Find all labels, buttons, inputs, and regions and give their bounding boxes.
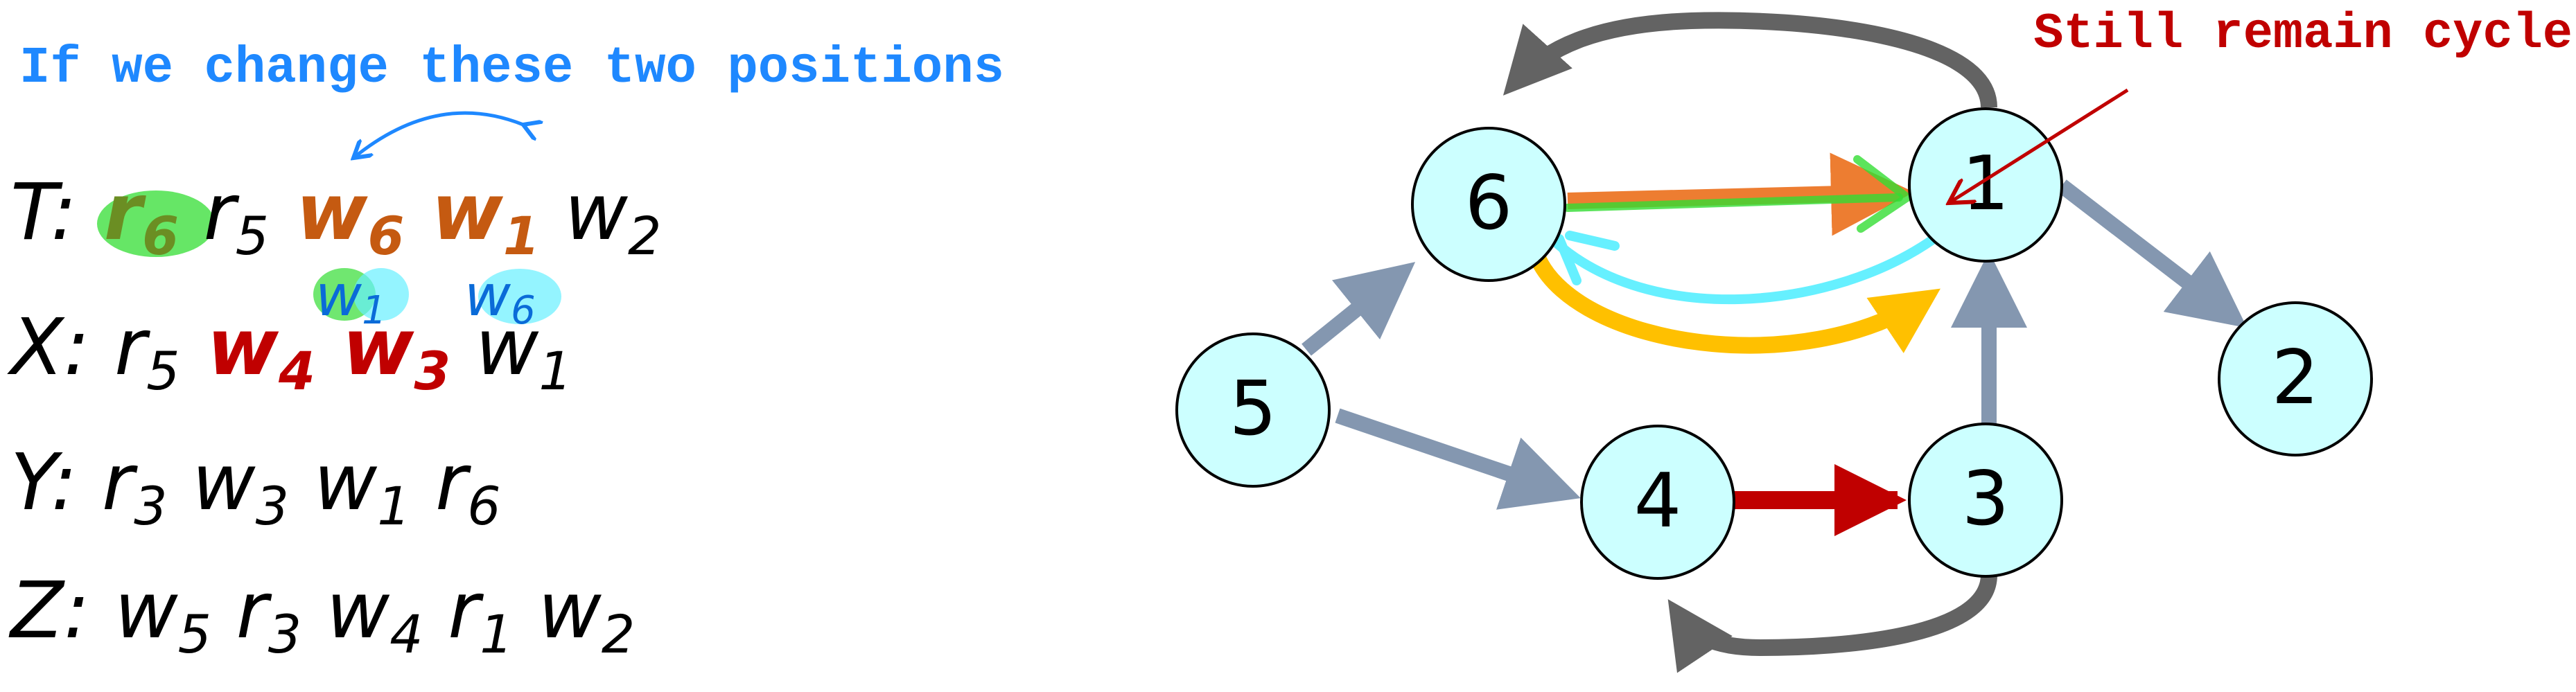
op-w2: w [540,168,629,258]
op-sub-1: 1 [377,475,410,537]
edge-1-2 [2057,179,2248,328]
op-sub-2: 2 [602,603,635,665]
op-w4: w [301,566,390,656]
transaction-name: T: [10,168,77,258]
op-sub-6: 6 [367,205,404,267]
op-sub-1: 1 [480,603,513,665]
node-2: 2 [2218,301,2373,456]
op-sub-5: 5 [178,603,211,665]
op-sub-4: 4 [389,603,423,665]
swap-arrow [353,111,523,158]
op-sub-1: 1 [538,340,572,402]
op-w1: w [450,303,539,393]
op-r1: r [423,566,484,656]
op-r6: r [77,168,147,258]
transaction-Y: Y: r3 w3 w1 r6 [10,438,501,537]
transaction-name: Z: [8,566,89,656]
op-r3: r [211,566,272,656]
edge-1-6-curve [1502,12,1997,109]
svg-text:1: 1 [1962,141,2010,227]
op-sub-3: 3 [256,475,289,537]
transaction-list: T: r6 r5 w6 w1 w2X: r5 w4 w3 w1Y: r3 w3 … [7,168,661,665]
transaction-T: T: r6 r5 w6 w1 w2 [10,168,661,267]
transaction-X: X: r5 w4 w3 w1 [7,303,572,402]
op-r3: r [77,438,138,528]
edge-5-4 [1335,408,1581,510]
transaction-name: X: [7,303,89,393]
highlight-swap-w6 [478,269,561,324]
edge-5-6 [1302,262,1416,356]
cycle-pointer [1949,88,2129,203]
op-w4: w [179,303,279,393]
swap-annotation: w1 w6 [315,263,536,333]
op-w1: w [289,438,378,528]
transaction-name: Y: [10,438,77,528]
transaction-Z: Z: w5 r3 w4 r1 w2 [8,566,635,665]
op-w2: w [514,566,602,656]
op-sub-6: 6 [467,475,500,537]
note-top: If we change these two positions [19,39,1004,98]
svg-text:3: 3 [1962,456,2010,542]
op-sub-4: 4 [278,340,315,402]
svg-text:6: 6 [1465,160,1513,247]
node-3: 3 [1908,423,2063,578]
op-sub-3: 3 [134,475,167,537]
node-1: 1 [1908,107,2063,263]
edge-6-1-orange [1567,152,1914,236]
edge-6-1-green [1563,193,1903,212]
op-sub-1: 1 [503,205,540,267]
edge-3-4-curve [1667,574,1997,673]
swap-annotation-w1: w1 [315,263,387,333]
node-6: 6 [1411,127,1566,282]
op-sub-2: 2 [628,205,661,267]
highlight-r6 [97,190,215,257]
op-w5: w [89,566,178,656]
node-4: 4 [1580,425,1735,580]
op-w1: w [404,168,503,258]
edge-6-1-yellow [1531,256,1940,354]
note-cycle: Still remain cycle [2033,6,2573,62]
edge-6-1-green-head [1853,155,1915,233]
op-sub-6: 6 [142,205,179,267]
op-sub-5: 5 [146,340,179,402]
op-sub-5: 5 [236,205,269,267]
op-r5: r [89,303,150,393]
op-w6: w [269,168,368,258]
swap-annotation-w6: w6 [464,263,536,333]
op-r5: r [179,168,240,258]
op-r6: r [411,438,472,528]
svg-text:2: 2 [2272,335,2320,421]
edge-1-6-cyan [1551,234,1938,305]
op-w3: w [315,303,414,393]
op-w3: w [167,438,256,528]
svg-text:5: 5 [1229,366,1277,452]
edge-1-6-cyan-head [1554,231,1620,285]
node-5: 5 [1175,332,1331,488]
op-sub-3: 3 [268,603,301,665]
svg-text:4: 4 [1634,458,1682,544]
highlight-swap-w1b [353,268,409,321]
op-sub-3: 3 [414,340,450,402]
